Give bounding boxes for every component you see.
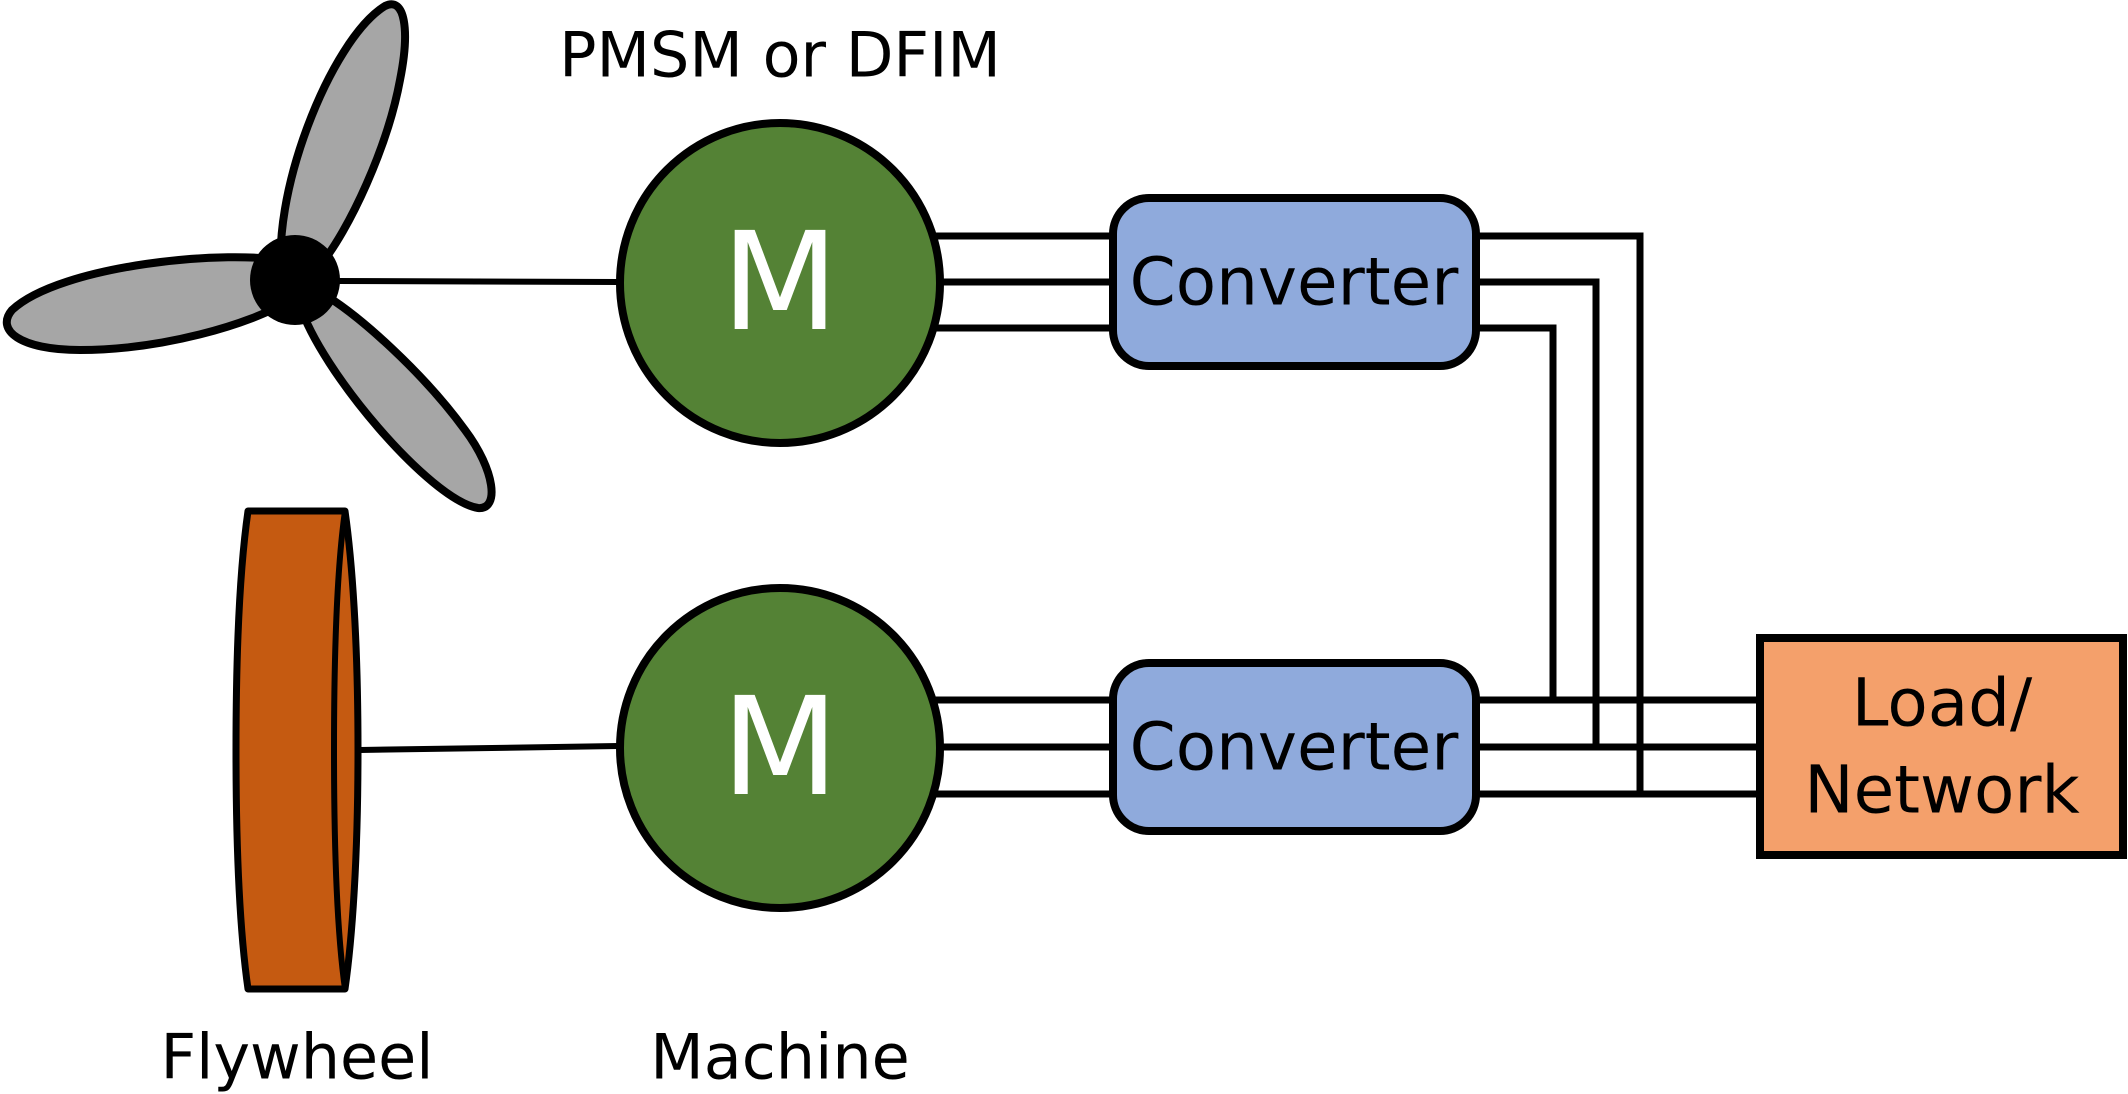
machine-bottom-symbol: M: [721, 669, 838, 827]
load-network: Load/ Network: [1756, 634, 2127, 859]
converter-bottom-box: [1109, 659, 1480, 835]
top-converter-out-a: [1475, 232, 1644, 794]
top-converter-out-c: [1475, 324, 1557, 700]
wind-turbine-icon: [2, 0, 496, 512]
top-converter-out-b: [1475, 278, 1600, 747]
converter-bottom-label: Converter: [1130, 709, 1460, 786]
machine-caption: Machine: [650, 1021, 910, 1094]
converter-to-load-lines: [1475, 232, 1762, 798]
converter-top-box: [1109, 194, 1480, 370]
flywheel-shaft: [359, 743, 619, 753]
load-network-line1: Load/: [1852, 665, 2033, 742]
top-caption: PMSM or DFIM: [559, 19, 1001, 92]
turbine-shaft: [337, 278, 619, 285]
converter-bottom: Converter: [1109, 659, 1480, 835]
flywheel-icon: [232, 507, 362, 993]
flywheel-rim: [330, 510, 348, 990]
turbine-hub: [250, 235, 340, 325]
turbine-blade-lower: [296, 288, 496, 512]
turbine-blade-left: [2, 253, 294, 354]
load-network-box: [1756, 634, 2127, 859]
converter-top-label: Converter: [1130, 244, 1460, 321]
turbine-blade-upper: [276, 0, 409, 287]
converter-top: Converter: [1109, 194, 1480, 370]
machine-to-converter-lines: [935, 232, 1115, 798]
machine-top-symbol: M: [721, 204, 838, 362]
machine-bottom: M: [616, 584, 944, 912]
flywheel-caption: Flywheel: [160, 1021, 433, 1094]
load-network-line2: Network: [1804, 752, 2080, 829]
machine-top: M: [616, 119, 944, 447]
